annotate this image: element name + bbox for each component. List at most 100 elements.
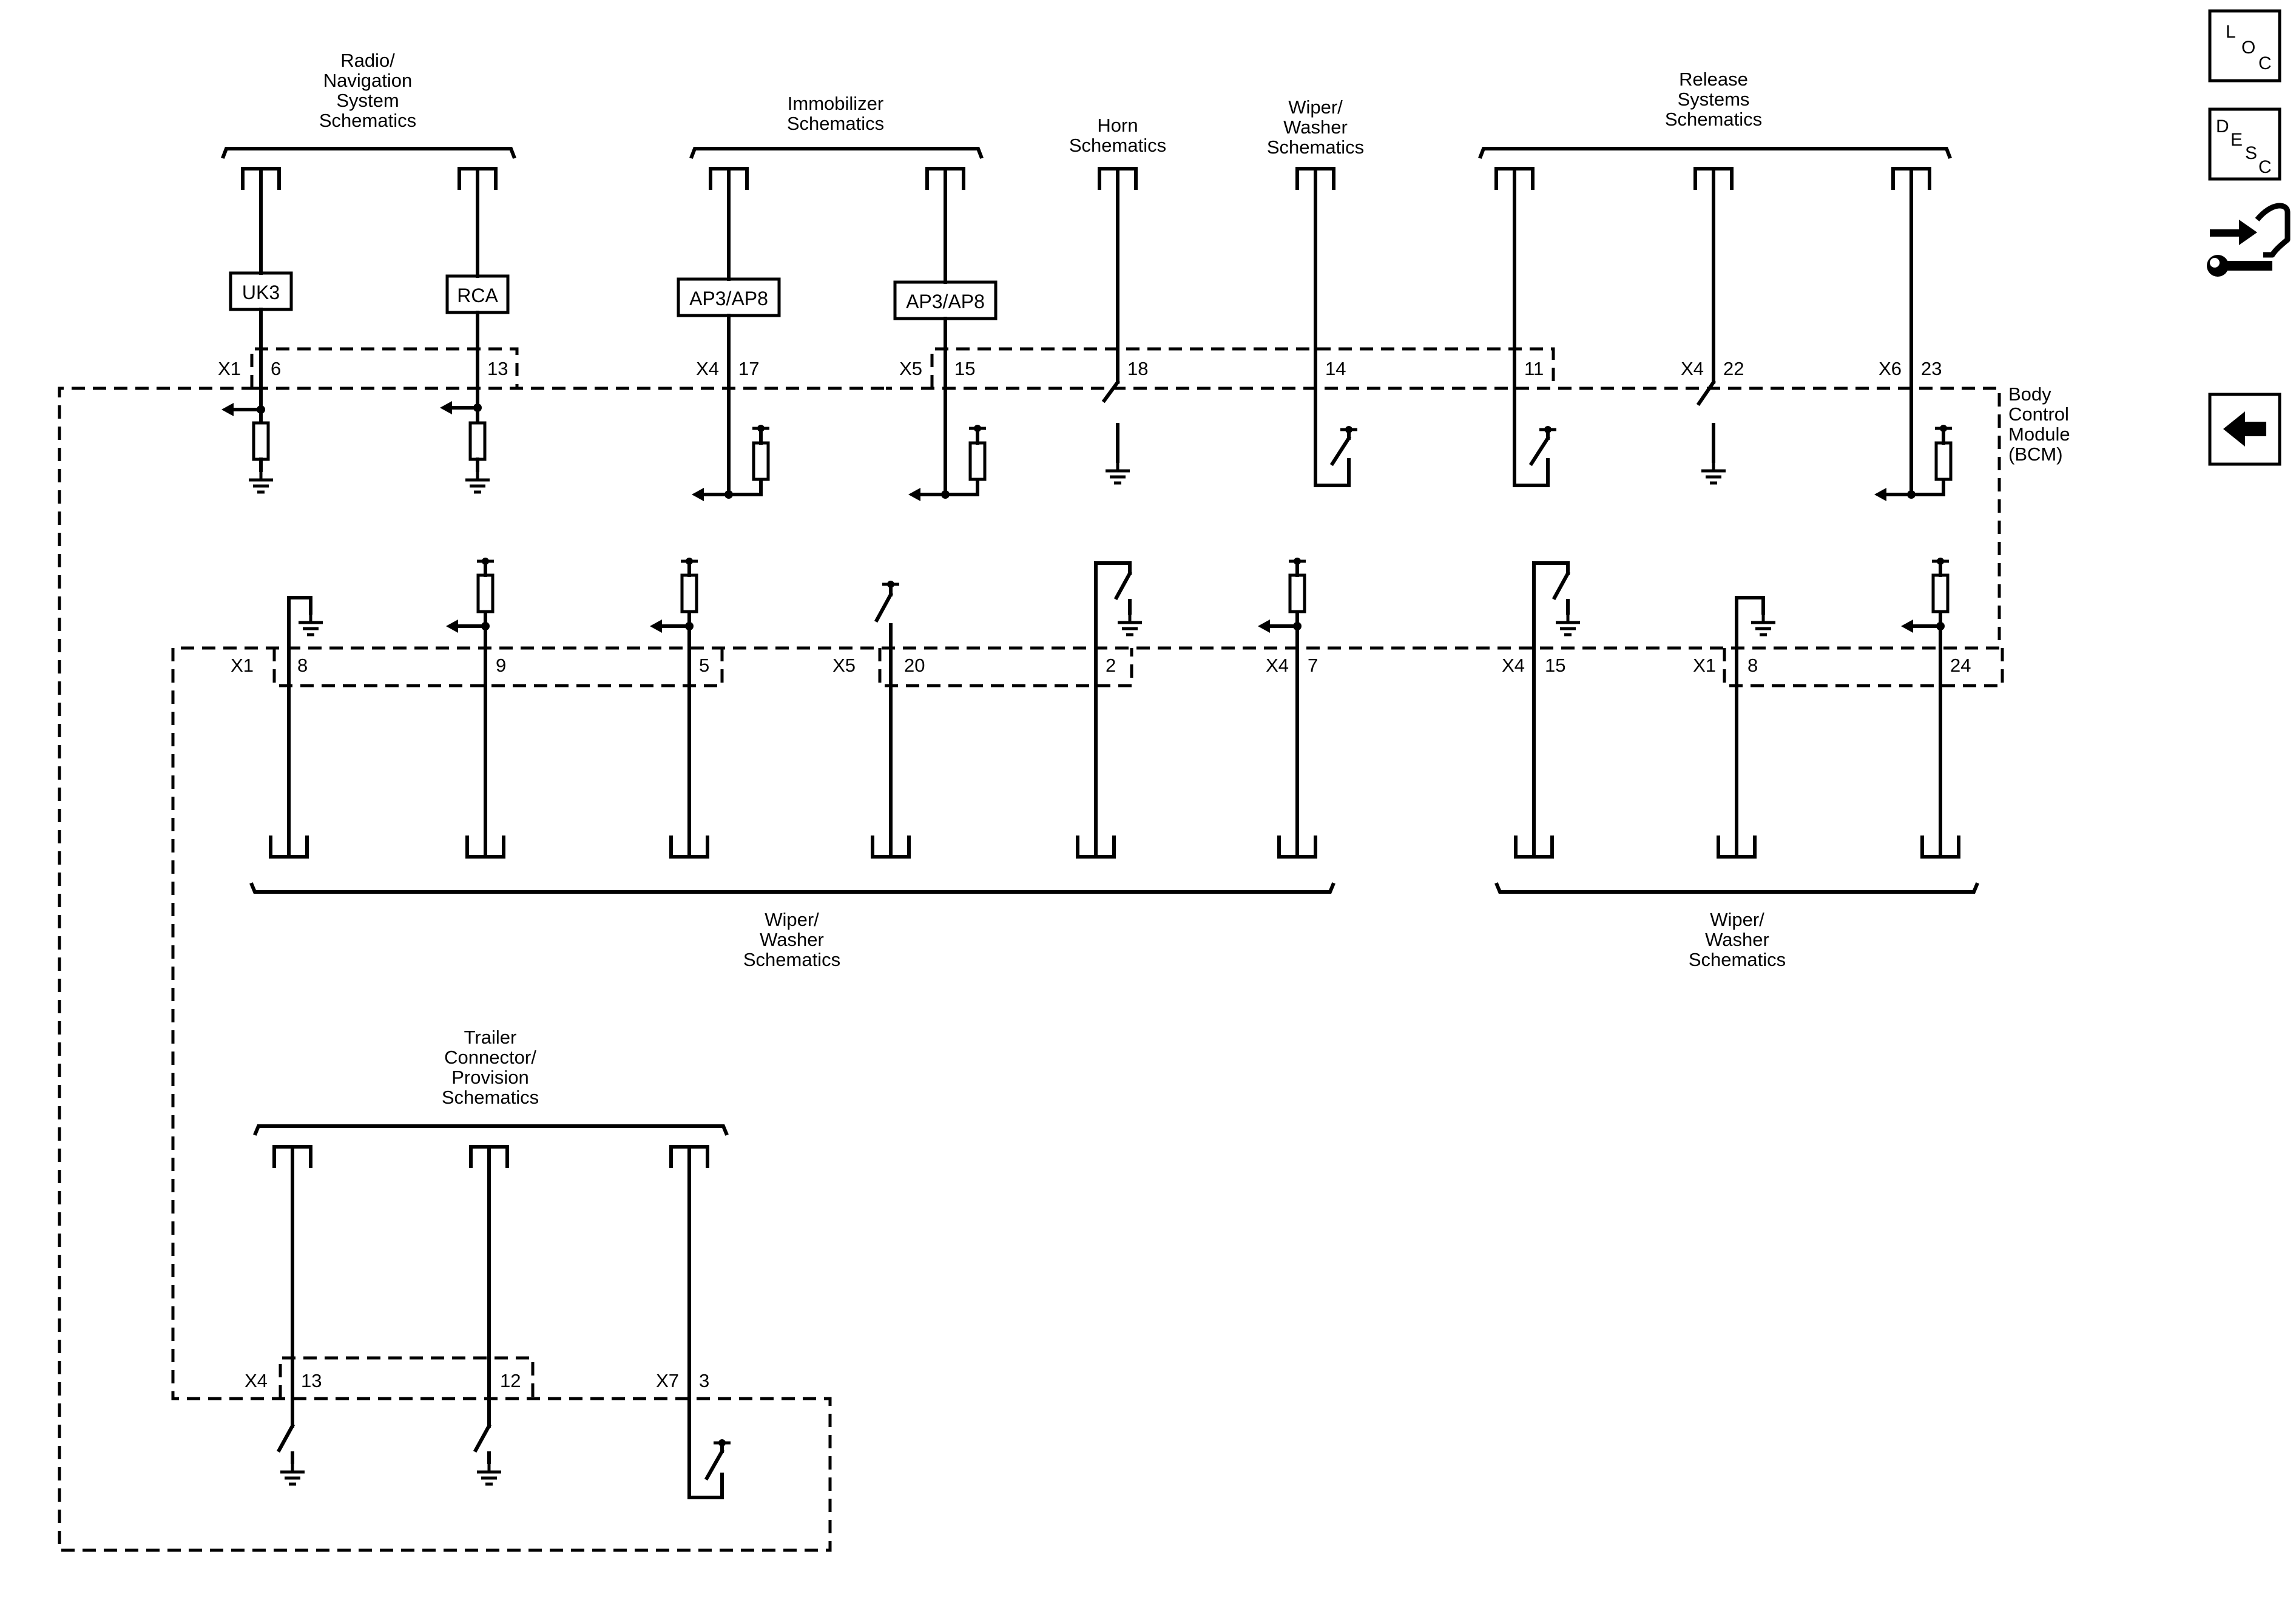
desc-button[interactable]: D E S C [2208, 107, 2281, 181]
svg-text:Schematics: Schematics [1665, 109, 1762, 130]
circuit-release-x4-22 [1695, 167, 1732, 483]
svg-text:X5: X5 [899, 358, 922, 379]
svg-text:Wiper/: Wiper/ [1288, 96, 1343, 118]
circuit-x1-6 [221, 167, 279, 492]
svg-text:7: 7 [1308, 655, 1318, 676]
svg-text:Navigation: Navigation [323, 70, 412, 91]
radio-navigation-label: Radio/ Navigation System Schematics [319, 50, 416, 131]
wiper-washer-label-top: Wiper/ Washer Schematics [1267, 96, 1364, 158]
svg-text:Horn: Horn [1097, 115, 1138, 136]
svg-text:17: 17 [738, 358, 759, 379]
horn-label: Horn Schematics [1069, 115, 1166, 156]
circuit-release-x6-23 [1874, 167, 1952, 501]
svg-text:X4: X4 [1681, 358, 1704, 379]
svg-text:(BCM): (BCM) [2008, 444, 2063, 465]
svg-text:X6: X6 [1879, 358, 1902, 379]
circuit-x4-17 [692, 167, 769, 501]
svg-text:AP3/AP8: AP3/AP8 [689, 288, 768, 309]
circuit-horn-18 [1099, 167, 1136, 483]
svg-text:L: L [2226, 22, 2236, 42]
circuit-mid-x5-20 [873, 581, 909, 859]
svg-text:RCA: RCA [457, 285, 498, 306]
svg-text:14: 14 [1325, 358, 1346, 379]
svg-text:8: 8 [1747, 655, 1758, 676]
release-systems-label: Release Systems Schematics [1665, 69, 1762, 130]
svg-text:Wiper/: Wiper/ [765, 909, 819, 930]
connector-pins-bottom: X4 13 12 X7 3 [245, 1370, 709, 1391]
circuit-mid-x4-7 [1258, 558, 1315, 859]
svg-text:X4: X4 [696, 358, 719, 379]
svg-text:15: 15 [1545, 655, 1565, 676]
wrench-service-icon[interactable] [2207, 203, 2291, 277]
svg-text:8: 8 [297, 655, 308, 676]
svg-text:9: 9 [496, 655, 506, 676]
svg-text:2: 2 [1106, 655, 1116, 676]
svg-text:5: 5 [699, 655, 709, 676]
svg-text:Schematics: Schematics [1267, 137, 1364, 158]
svg-text:Wiper/: Wiper/ [1710, 909, 1764, 930]
svg-text:24: 24 [1950, 655, 1971, 676]
svg-text:E: E [2230, 130, 2243, 150]
svg-text:O: O [2241, 38, 2255, 58]
svg-text:Control: Control [2008, 403, 2069, 425]
trailer-connector-label: Trailer Connector/ Provision Schematics [442, 1027, 539, 1108]
svg-text:12: 12 [500, 1370, 521, 1391]
circuit-release-11 [1496, 167, 1556, 487]
svg-text:Schematics: Schematics [787, 113, 884, 134]
circuit-mid-24 [1901, 558, 1959, 859]
svg-text:X1: X1 [1693, 655, 1716, 676]
svg-text:20: 20 [904, 655, 925, 676]
connector-pins-top: X1 6 13 X4 17 X5 15 18 14 11 X4 22 X6 23 [218, 358, 1942, 379]
svg-text:Schematics: Schematics [1689, 949, 1786, 970]
option-box-ap3-ap8-a: AP3/AP8 [677, 277, 781, 317]
svg-text:Release: Release [1679, 69, 1748, 90]
svg-text:X7: X7 [656, 1370, 679, 1391]
svg-text:Schematics: Schematics [743, 949, 840, 970]
svg-text:Module: Module [2008, 424, 2070, 445]
svg-text:15: 15 [954, 358, 975, 379]
circuit-mid-x1-8-right [1718, 596, 1775, 859]
svg-text:13: 13 [301, 1370, 322, 1391]
circuit-mid-x4-15 [1516, 561, 1580, 859]
svg-text:Washer: Washer [1283, 116, 1348, 138]
circuit-mid-5 [650, 558, 707, 859]
svg-text:Provision: Provision [451, 1067, 529, 1088]
svg-text:System: System [336, 90, 399, 111]
svg-text:AP3/AP8: AP3/AP8 [906, 291, 985, 312]
svg-text:22: 22 [1723, 358, 1744, 379]
svg-text:X4: X4 [1266, 655, 1289, 676]
svg-text:Systems: Systems [1678, 89, 1750, 110]
svg-text:X1: X1 [218, 358, 241, 379]
connector-pins-middle: X1 8 9 5 X5 20 2 X4 7 X4 15 X1 8 24 [231, 655, 1971, 676]
option-box-uk3: UK3 [229, 271, 293, 311]
circuit-mid-9 [446, 558, 504, 859]
svg-text:Schematics: Schematics [319, 110, 416, 131]
svg-text:Body: Body [2008, 383, 2051, 405]
svg-text:Schematics: Schematics [442, 1087, 539, 1108]
svg-text:Connector/: Connector/ [444, 1047, 536, 1068]
circuit-x1-13 [440, 167, 496, 492]
option-box-ap3-ap8-b: AP3/AP8 [893, 280, 998, 320]
group-braces [221, 147, 1979, 1136]
svg-text:UK3: UK3 [242, 282, 280, 303]
circuit-x5-15 [908, 167, 986, 501]
svg-text:11: 11 [1524, 358, 1544, 379]
circuit-mid-x1-8 [271, 596, 323, 859]
bcm-boundary [58, 347, 2004, 1552]
svg-text:S: S [2245, 143, 2257, 163]
svg-text:Immobilizer: Immobilizer [788, 93, 883, 114]
back-arrow-button[interactable] [2208, 393, 2281, 466]
svg-text:Washer: Washer [1705, 929, 1769, 950]
body-control-module-label: Body Control Module (BCM) [2008, 383, 2070, 465]
svg-text:X4: X4 [1502, 655, 1525, 676]
loc-button[interactable]: L O C [2208, 9, 2281, 83]
svg-text:Washer: Washer [760, 929, 824, 950]
svg-text:Radio/: Radio/ [340, 50, 395, 71]
arrow-left-icon [2223, 411, 2266, 447]
svg-text:3: 3 [699, 1370, 709, 1391]
svg-text:Trailer: Trailer [464, 1027, 517, 1048]
svg-text:6: 6 [271, 358, 281, 379]
svg-text:X1: X1 [231, 655, 254, 676]
circuit-wiper-14 [1297, 167, 1357, 487]
